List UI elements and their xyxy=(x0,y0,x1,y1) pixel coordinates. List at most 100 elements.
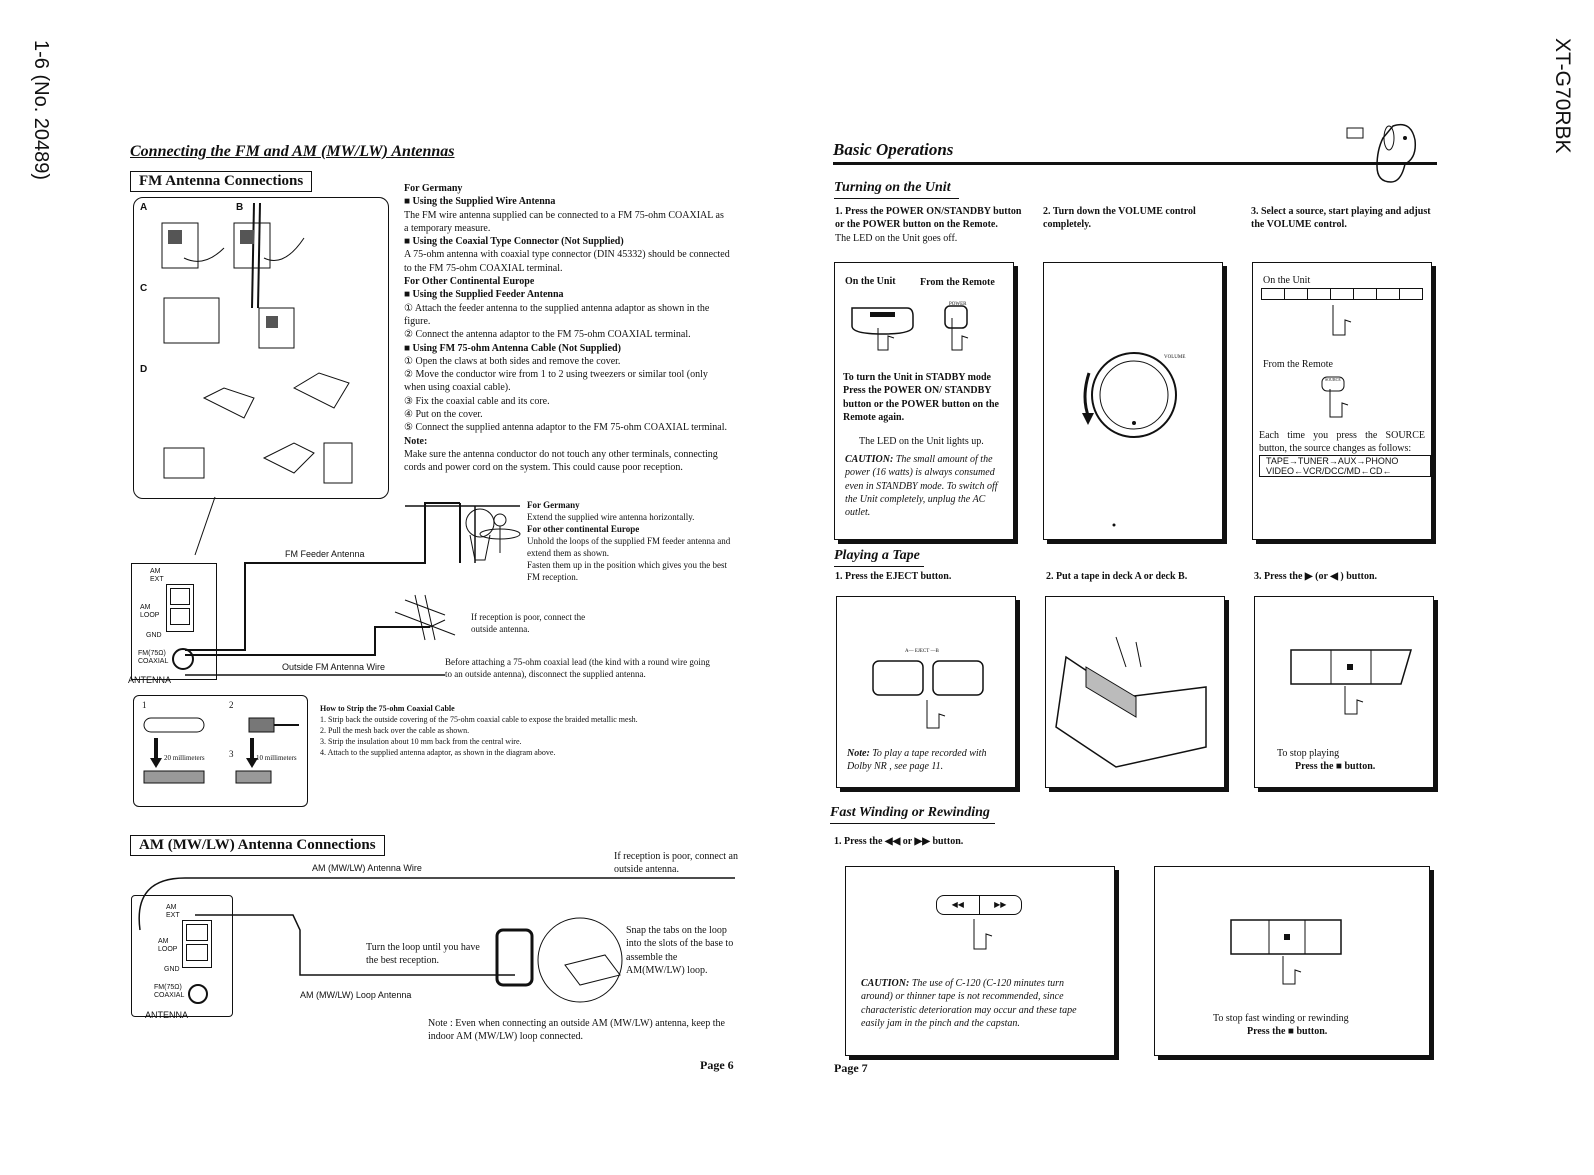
volume-figure: VOLUME xyxy=(1043,262,1223,540)
eject-figure: A— EJECT —B Note: To play a tape recorde… xyxy=(836,596,1016,788)
strip-step-1: 1 xyxy=(142,700,147,710)
other-europe2-body: Unhold the loops of the supplied FM feed… xyxy=(527,536,731,582)
fm-heading: FM Antenna Connections xyxy=(130,171,313,192)
title-rule xyxy=(833,162,1437,165)
turning-on-rule xyxy=(834,198,959,199)
am-terminal-block xyxy=(166,584,194,632)
germany2-body: Extend the supplied wire antenna horizon… xyxy=(527,512,695,522)
cassette-deck-illustration xyxy=(1055,636,1207,768)
section-d-heading: ■ Using FM 75-ohm Antenna Cable (Not Sup… xyxy=(404,342,621,354)
fast-step-1: 1. Press the ◀◀ or ▶▶ button. xyxy=(834,836,964,847)
play-step-2: 2. Put a tape in deck A or deck B. xyxy=(1046,571,1188,582)
strip-instr-2: 2. Pull the mesh back over the cable as … xyxy=(320,726,470,735)
am-loop-label-2: AM LOOP xyxy=(158,938,178,953)
volume-knob-illustration xyxy=(1082,352,1177,527)
fm-coaxial-label-2: FM(75Ω) COAXIAL xyxy=(154,984,185,999)
ffrew-buttons: ◀◀ ▶▶ xyxy=(936,895,1022,915)
source-buttons-row xyxy=(1261,288,1423,300)
outside-wire-label: Outside FM Antenna Wire xyxy=(282,662,386,672)
before-attach-note: Before attaching a 75-ohm coaxial lead (… xyxy=(445,657,710,679)
page-number-right: Page 7 xyxy=(834,1061,868,1075)
insert-tape-figure xyxy=(1045,596,1225,788)
strip-step-2: 2 xyxy=(229,700,234,710)
step-c2: ② Connect the antenna adaptor to the FM … xyxy=(404,329,691,341)
am-loop-antenna-label: AM (MW/LW) Loop Antenna xyxy=(300,990,412,1000)
outside-antenna-note: If reception is poor, connect the outsid… xyxy=(471,612,586,634)
play-step-1: 1. Press the EJECT button. xyxy=(835,571,952,582)
section-b-heading: ■ Using the Coaxial Type Connector (Not … xyxy=(404,236,624,248)
germany2-heading: For Germany xyxy=(527,500,580,510)
source-sequence-top: TAPE→TUNER→AUX→PHONO xyxy=(1266,456,1399,466)
am-ext-label: AM EXT xyxy=(150,568,164,583)
feeder-antenna-label: FM Feeder Antenna xyxy=(285,549,365,559)
source-figure: On the Unit From the Remote SOURCE Each … xyxy=(1252,262,1432,540)
power-button-label: POWER xyxy=(949,302,967,307)
source-button-label: SOURCE xyxy=(1325,377,1341,382)
step-d4: ④ Put on the cover. xyxy=(404,409,483,421)
stop-ffrew-note: To stop fast winding or rewinding xyxy=(1213,1013,1349,1024)
margin-label-right: XT-G70RBK xyxy=(1551,38,1574,154)
strip-cable-diagram: 1 2 3 20 millimeters 10 millimeters xyxy=(133,695,308,807)
am-heading: AM (MW/LW) Antenna Connections xyxy=(130,835,385,856)
playing-rule xyxy=(834,566,924,567)
note-heading: Note: xyxy=(404,435,428,447)
fig-label-c: C xyxy=(140,283,148,294)
on-unit-label-3: On the Unit xyxy=(1263,275,1311,286)
antenna-label: ANTENNA xyxy=(128,675,172,685)
turn-step-3: 3. Select a source, start playing and ad… xyxy=(1251,206,1431,231)
strip-instructions: How to Strip the 75-ohm Coaxial Cable 1.… xyxy=(320,703,720,758)
wire-antenna-illustration xyxy=(405,505,521,563)
fm-connection-illustration xyxy=(161,202,353,484)
playing-heading: Playing a Tape xyxy=(834,548,920,563)
dolby-note: Note: To play a tape recorded with Dolby… xyxy=(847,748,987,773)
source-sequence: TAPE→TUNER→AUX→PHONO VIDEO←VCR/DCC/MD←CD… xyxy=(1259,455,1431,477)
section-b-body: A 75-ohm antenna with coaxial type conne… xyxy=(404,249,730,274)
antenna-label-2: ANTENNA xyxy=(145,1010,189,1020)
eject-label: A— EJECT —B xyxy=(905,649,939,654)
other-europe2-heading: For other continental Europe xyxy=(527,524,640,534)
from-remote-label: From the Remote xyxy=(920,277,995,288)
step-d1: ① Open the claws at both sides and remov… xyxy=(404,355,621,367)
stop-ffrew-figure: To stop fast winding or rewinding Press … xyxy=(1154,866,1430,1056)
page-number-left: Page 6 xyxy=(700,1058,734,1072)
am-terminal-block-2 xyxy=(182,920,212,968)
gnd-label-2: GND xyxy=(164,966,180,973)
turn-step-2: 2. Turn down the VOLUME control complete… xyxy=(1043,206,1196,231)
fig-label-b: B xyxy=(236,202,244,213)
fm-coaxial-label: FM(75Ω) COAXIAL xyxy=(138,650,169,665)
led-lights-note: The LED on the Unit lights up. xyxy=(859,436,984,447)
coaxial-jack-2 xyxy=(188,984,208,1004)
fast-rule xyxy=(830,823,995,824)
germany-feeder-instructions: For Germany Extend the supplied wire ant… xyxy=(527,499,732,583)
strip-heading: How to Strip the 75-ohm Coaxial Cable xyxy=(320,704,455,713)
on-unit-label: On the Unit xyxy=(845,276,896,287)
stop-playing-button-note: Press the ■ button. xyxy=(1295,761,1376,772)
source-cycle-note: Each time you press the SOURCE button, t… xyxy=(1259,430,1425,455)
section-a-heading: ■ Using the Supplied Wire Antenna xyxy=(404,196,556,208)
am-ext-label-2: AM EXT xyxy=(166,904,180,919)
strip-instr-4: 4. Attach to the supplied antenna adapto… xyxy=(320,748,556,757)
strip-10mm-label: 10 millimeters xyxy=(256,754,297,762)
play-step-3: 3. Press the ▶ (or ◀ ) button. xyxy=(1254,571,1378,582)
turn-step-1-text: 1. Press the POWER ON/STANDBY button or … xyxy=(835,206,1022,231)
stop-playing-note: To stop playing xyxy=(1277,748,1340,759)
strip-instr-1: 1. Strip back the outside covering of th… xyxy=(320,715,638,724)
for-germany-heading: For Germany xyxy=(404,183,463,194)
section-a-body: The FM wire antenna supplied can be conn… xyxy=(404,209,724,234)
power-caution: CAUTION: The small amount of the power (… xyxy=(845,454,998,519)
turning-on-heading: Turning on the Unit xyxy=(834,180,951,195)
antenna-wiring xyxy=(185,496,495,676)
turn-step-1-led: The LED on the Unit goes off. xyxy=(835,232,958,244)
fast-heading: Fast Winding or Rewinding xyxy=(830,805,990,820)
antenna-terminal-panel: AM EXT AM LOOP GND FM(75Ω) COAXIAL xyxy=(131,563,217,680)
step-d3: ③ Fix the coaxial cable and its core. xyxy=(404,395,550,407)
am-poor-note: If reception is poor, connect an outside… xyxy=(614,851,738,876)
fast-forward-button: ▶▶ xyxy=(994,900,1007,909)
ffrew-caution: CAUTION: The use of C-120 (C-120 minutes… xyxy=(861,978,1077,1029)
rewind-button: ◀◀ xyxy=(937,896,980,914)
am-turn-note: Turn the loop until you have the best re… xyxy=(366,942,480,967)
dog-mascot-icon xyxy=(1346,123,1417,183)
power-figure: On the Unit From the Remote POWER To tur… xyxy=(834,262,1014,540)
ffrew-figure: ◀◀ ▶▶ CAUTION: The use of C-120 (C-120 m… xyxy=(845,866,1115,1056)
section-c-heading: ■ Using the Supplied Feeder Antenna xyxy=(404,289,564,301)
